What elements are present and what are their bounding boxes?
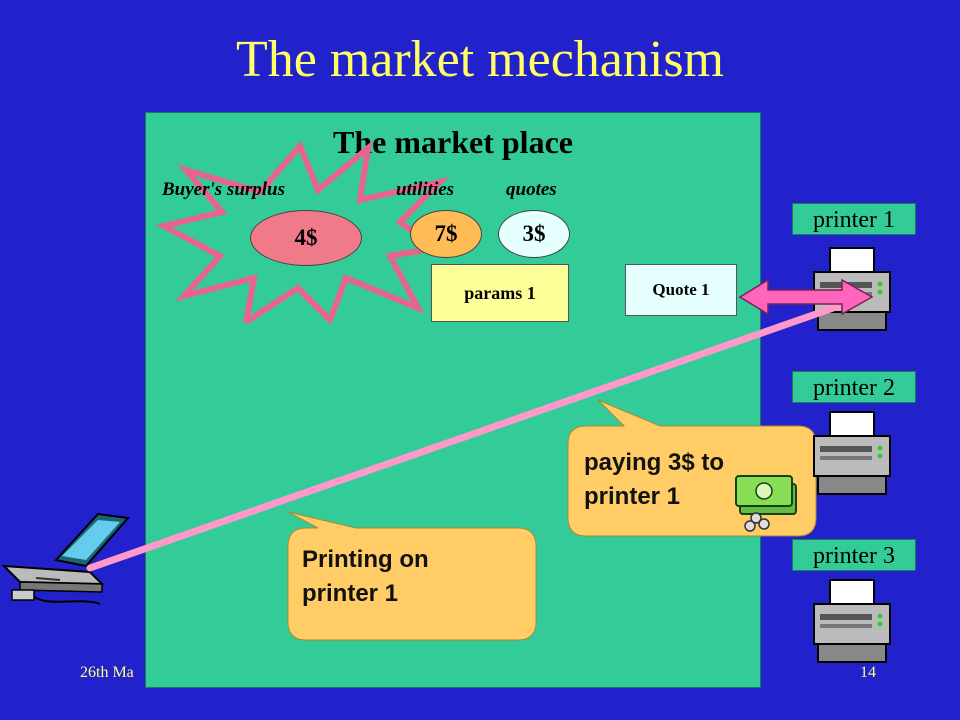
laptop-icon [1,512,130,605]
params-box: params 1 [431,264,569,322]
page-number: 14 [860,664,876,681]
printer-3-label: printer 3 [792,539,916,571]
printing-callout-text: Printing on printer 1 [302,546,429,607]
printer-1-label: printer 1 [792,203,916,235]
connection-line [86,296,860,572]
double-arrow [738,278,874,316]
quote-box: Quote 1 [625,264,737,316]
footer-date: 26th Ma [80,664,134,681]
buyers-surplus-value: 4$ [250,210,362,266]
printer-icon [813,579,891,663]
printer-icon [813,411,891,495]
printing-callout [287,511,537,641]
buyers-surplus-label: Buyer's surplus [162,179,286,200]
money-icon [735,475,797,532]
utilities-label: utilities [396,179,455,200]
market-place-title: The market place [333,124,573,160]
payment-callout-text: paying 3$ to printer 1 [584,449,725,510]
quote-value: 3$ [498,210,570,258]
utility-value: 7$ [410,210,482,258]
slide-title: The market mechanism [235,31,725,88]
starburst-shape [155,140,450,323]
quotes-label: quotes [506,179,557,200]
printer-2-label: printer 2 [792,371,916,403]
